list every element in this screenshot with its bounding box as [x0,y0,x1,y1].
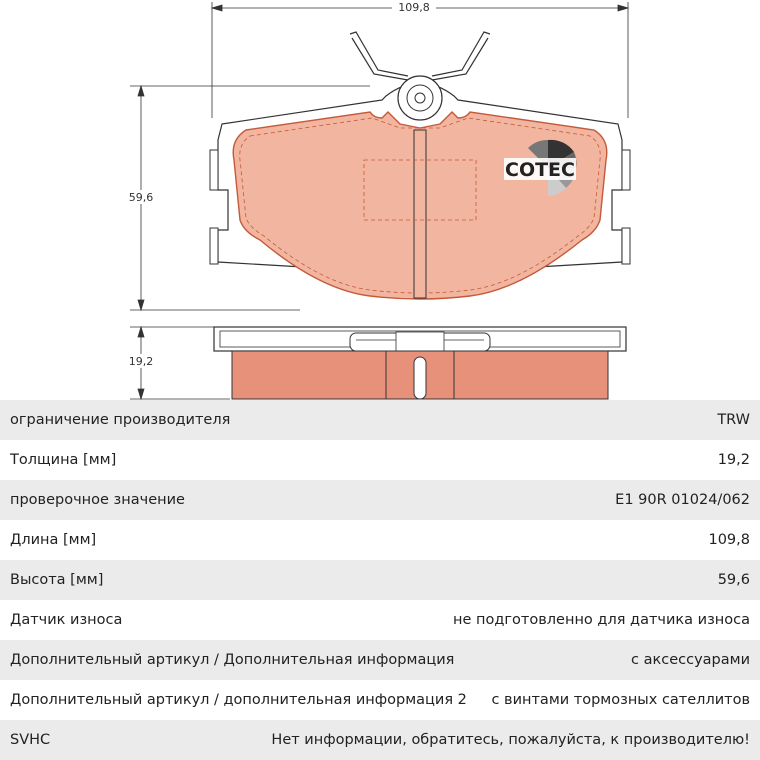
width-dimension-label: 109,8 [398,1,430,14]
spec-label: Толщина [мм] [10,452,117,468]
spec-row-length: Длина [мм] 109,8 [0,520,760,560]
spec-row-additional-info-2: Дополнительный артикул / дополнительная … [0,680,760,720]
spec-row-wear-sensor: Датчик износа не подготовленно для датчи… [0,600,760,640]
spec-row-test-value: проверочное значение E1 90R 01024/062 [0,480,760,520]
spec-value: TRW [717,412,750,428]
spec-value: 59,6 [717,572,750,588]
spec-value: с аксессуарами [631,652,750,668]
spec-value: с винтами тормозных сателлитов [491,692,750,708]
height-dimension-label: 59,6 [129,191,154,204]
spec-value: не подготовленно для датчика износа [453,612,750,628]
spec-value: E1 90R 01024/062 [615,492,750,508]
spec-label: Высота [мм] [10,572,104,588]
spec-row-height: Высота [мм] 59,6 [0,560,760,600]
spec-label: ограничение производителя [10,412,231,428]
spec-row-additional-info: Дополнительный артикул / Дополнительная … [0,640,760,680]
cotec-logo: COTEC [504,139,577,196]
spec-label: SVHC [10,732,51,748]
spec-value: 109,8 [708,532,750,548]
pad-side-view [213,326,627,400]
spec-label: Дополнительный артикул / Дополнительная … [10,652,455,668]
spec-table: ограничение производителя TRW Толщина [м… [0,400,760,760]
spec-row-svhc: SVHC Нет информации, обратитесь, пожалуй… [0,720,760,760]
cotec-logo-text: COTEC [505,159,575,181]
spec-value: Нет информации, обратитесь, пожалуйста, … [271,732,750,748]
spec-row-thickness: Толщина [мм] 19,2 [0,440,760,480]
spec-row-manufacturer-restriction: ограничение производителя TRW [0,400,760,440]
spec-label: Длина [мм] [10,532,97,548]
thickness-dimension [130,325,230,400]
technical-drawing: 109,8 59,6 19,2 [128,1,631,400]
spec-label: Дополнительный артикул / дополнительная … [10,692,467,708]
brake-pad-drawing: 109,8 59,6 19,2 [128,1,631,400]
spec-label: Датчик износа [10,612,123,628]
thickness-dimension-label: 19,2 [129,355,154,368]
spec-value: 19,2 [717,452,750,468]
spec-label: проверочное значение [10,492,185,508]
